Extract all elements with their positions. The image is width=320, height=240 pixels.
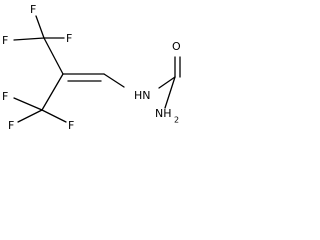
atom-f-bottom-lower-left: F [8, 119, 14, 132]
bond-cf3-top-to-alkene-c [43, 37, 64, 75]
bond-cf3-top-c-f-left [13, 37, 45, 41]
bond-cf3-bottom-c-f-lower-left [17, 109, 43, 123]
atom-nh2: NH [155, 107, 172, 120]
atom-nh: HN [134, 89, 151, 102]
bond-cf3-bottom-c-f-left [13, 97, 43, 111]
bond-carbonyl-c-to-nh2 [164, 76, 176, 109]
bond-cf3-top-c-f-upper [35, 15, 45, 39]
chemical-structure-diagram: F F F F F F HN O NH 2 [2, 3, 181, 132]
atom-f-top-right: F [66, 32, 72, 45]
bond-alkene-c-to-cf3-bottom [41, 73, 64, 111]
bond-cf3-bottom-c-f-right [41, 109, 67, 123]
atom-o: O [172, 40, 181, 53]
bond-ch-to-nh [103, 73, 125, 88]
atom-f-top-upper: F [30, 3, 36, 16]
atom-f-top-left: F [2, 34, 8, 47]
atom-nh2-subscript: 2 [174, 116, 179, 125]
bond-nh-to-carbonyl-c [158, 76, 176, 89]
atom-f-bottom-right: F [68, 119, 74, 132]
atom-f-bottom-left: F [2, 90, 8, 103]
